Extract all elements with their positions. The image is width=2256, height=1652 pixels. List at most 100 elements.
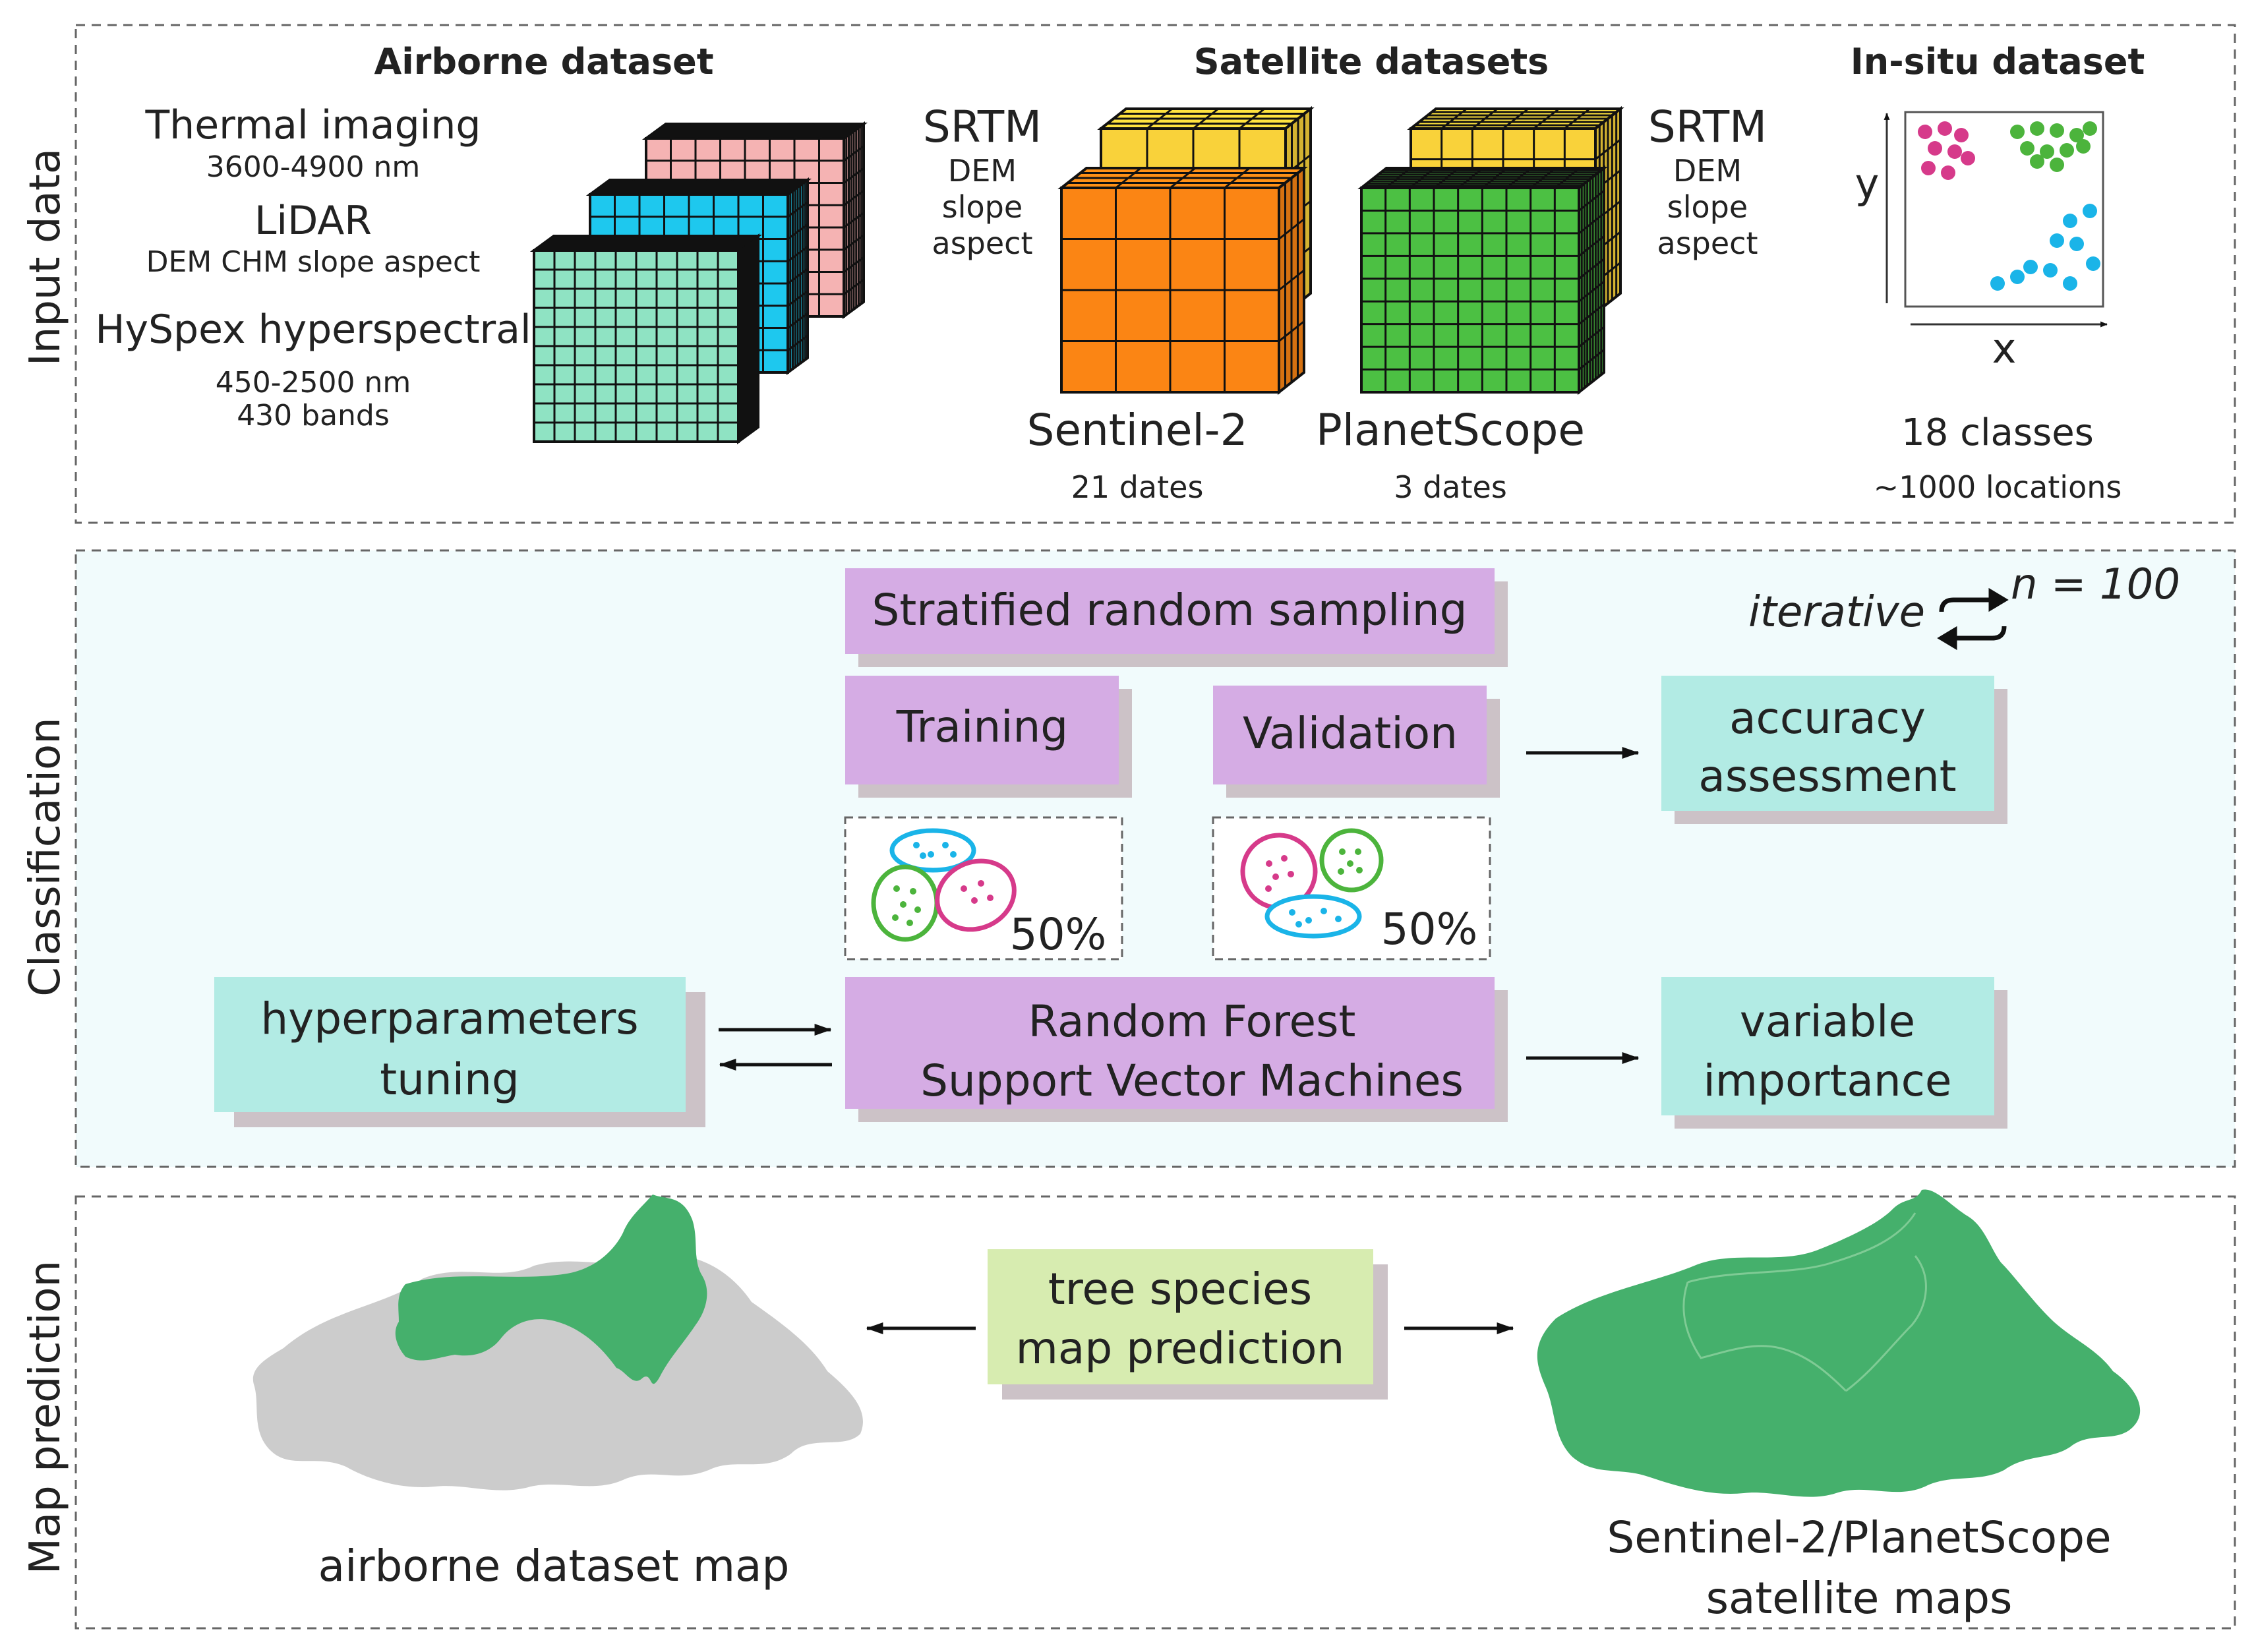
map-prediction-panel bbox=[74, 1195, 2236, 1630]
thermal-range: 3600-4900 nm bbox=[206, 150, 421, 184]
input-data-panel bbox=[74, 24, 2236, 524]
insitu-point bbox=[2060, 143, 2074, 158]
prediction-label-2: map prediction bbox=[1016, 1323, 1345, 1374]
insitu-point bbox=[2050, 233, 2064, 248]
insitu-point bbox=[2050, 123, 2064, 138]
insitu-point bbox=[1961, 151, 1975, 165]
planetscope-cube bbox=[1357, 165, 1608, 396]
hyperparameter-label-1: hyperparameters bbox=[260, 993, 638, 1044]
insitu-point bbox=[2069, 128, 2084, 142]
srtm-left-slope: slope bbox=[942, 189, 1023, 225]
insitu-locations: ~1000 locations bbox=[1874, 469, 2122, 505]
insitu-x-label: x bbox=[1992, 324, 2017, 372]
insitu-classes: 18 classes bbox=[1901, 411, 2094, 454]
satellite-maps bbox=[1537, 1189, 2141, 1497]
hyspex-label: HySpex hyperspectral bbox=[95, 307, 531, 353]
map-prediction-box bbox=[988, 1249, 1373, 1384]
stratified-sampling-label: Stratified random sampling bbox=[872, 585, 1468, 635]
validation-label: Validation bbox=[1243, 708, 1458, 759]
insitu-point bbox=[2010, 270, 2025, 284]
insitu-point bbox=[2023, 260, 2038, 274]
insitu-point bbox=[2010, 125, 2025, 139]
insitu-point bbox=[2050, 158, 2064, 172]
srtm-left-aspect: aspect bbox=[932, 225, 1033, 261]
satellite-title: Satellite datasets bbox=[1194, 41, 1549, 82]
insitu-point bbox=[2043, 263, 2058, 278]
srtm-left-label: SRTM bbox=[923, 102, 1042, 152]
lidar-label: LiDAR bbox=[254, 198, 372, 244]
insitu-point bbox=[2030, 154, 2044, 169]
insitu-point bbox=[2086, 256, 2100, 271]
validation-box bbox=[1213, 686, 1487, 784]
insitu-point bbox=[1918, 125, 1932, 139]
airborne-map-label: airborne dataset map bbox=[318, 1541, 790, 1591]
insitu-point bbox=[1941, 165, 1955, 180]
insitu-point bbox=[2083, 121, 2097, 136]
insitu-point bbox=[2030, 121, 2044, 136]
varimp-label-1: variable bbox=[1740, 996, 1915, 1047]
section-label-prediction: Map prediction bbox=[21, 1260, 70, 1575]
insitu-point bbox=[2020, 141, 2034, 156]
hyperparameter-tuning-box bbox=[214, 977, 686, 1112]
training-pct: 50% bbox=[1010, 909, 1107, 960]
iterative-label: iterative bbox=[1748, 588, 1925, 637]
insitu-point bbox=[2069, 237, 2084, 251]
iteration-count: n = 100 bbox=[2011, 560, 2180, 609]
training-label: Training bbox=[896, 701, 1068, 752]
validation-pct: 50% bbox=[1381, 904, 1478, 955]
srtm-right-slope: slope bbox=[1667, 189, 1748, 225]
sentinel-dates: 21 dates bbox=[1071, 469, 1204, 505]
lidar-products: DEM CHM slope aspect bbox=[146, 245, 481, 279]
stratified-sampling-box bbox=[845, 568, 1495, 654]
hyspex-bands: 430 bands bbox=[237, 399, 390, 432]
srtm-left-dem: DEM bbox=[948, 153, 1017, 189]
insitu-sample-points bbox=[1918, 121, 2100, 291]
satellite-map-label-1: Sentinel-2/PlanetScope bbox=[1607, 1512, 2111, 1563]
insitu-point bbox=[1928, 141, 1942, 156]
insitu-point bbox=[2076, 139, 2091, 154]
planet-label: PlanetScope bbox=[1316, 405, 1585, 456]
thermal-label: Thermal imaging bbox=[145, 102, 481, 148]
hyperparameter-label-2: tuning bbox=[380, 1054, 519, 1105]
hyspex-range: 450-2500 nm bbox=[216, 366, 411, 399]
section-label-classification: Classification bbox=[21, 717, 70, 996]
accuracy-assessment-box bbox=[1661, 676, 1994, 811]
prediction-label-1: tree species bbox=[1048, 1264, 1312, 1314]
insitu-point bbox=[1938, 121, 1952, 136]
insitu-point bbox=[2063, 276, 2077, 291]
insitu-point bbox=[1990, 276, 2005, 291]
training-box bbox=[845, 676, 1119, 784]
insitu-title: In-situ dataset bbox=[1851, 41, 2145, 82]
variable-importance-box bbox=[1661, 977, 1994, 1115]
satellite-map-label-2: satellite maps bbox=[1706, 1573, 2013, 1624]
insitu-point bbox=[2063, 214, 2077, 228]
accuracy-label-2: assessment bbox=[1698, 751, 1956, 802]
training-sample-clusters bbox=[871, 828, 1017, 942]
airborne-data-cubes bbox=[529, 121, 868, 444]
satellite-data-cubes bbox=[1057, 105, 1624, 396]
sentinel-cube bbox=[1057, 165, 1308, 396]
srtm-right-label: SRTM bbox=[1648, 102, 1767, 152]
insitu-point bbox=[2040, 144, 2054, 159]
insitu-point bbox=[1921, 161, 1936, 175]
insitu-point bbox=[1954, 128, 1969, 142]
airborne-title: Airborne dataset bbox=[374, 41, 713, 82]
airborne-dataset-map bbox=[252, 1195, 863, 1490]
varimp-label-2: importance bbox=[1703, 1055, 1951, 1106]
insitu-point bbox=[1947, 144, 1962, 159]
model-label-2: Support Vector Machines bbox=[920, 1055, 1464, 1106]
hyspex-cube bbox=[529, 233, 763, 444]
accuracy-label-1: accuracy bbox=[1729, 693, 1926, 744]
model-box bbox=[845, 977, 1495, 1109]
srtm-right-dem: DEM bbox=[1673, 153, 1742, 189]
srtm-right-aspect: aspect bbox=[1657, 225, 1758, 261]
model-label-1: Random Forest bbox=[1028, 996, 1356, 1047]
planet-dates: 3 dates bbox=[1394, 469, 1507, 505]
sentinel-label: Sentinel-2 bbox=[1026, 405, 1247, 456]
iteration-cycle-icon bbox=[1937, 587, 2009, 651]
section-label-input: Input data bbox=[21, 148, 70, 366]
insitu-y-label: y bbox=[1855, 160, 1880, 208]
insitu-point bbox=[2083, 204, 2097, 218]
validation-sample-clusters bbox=[1240, 828, 1384, 939]
